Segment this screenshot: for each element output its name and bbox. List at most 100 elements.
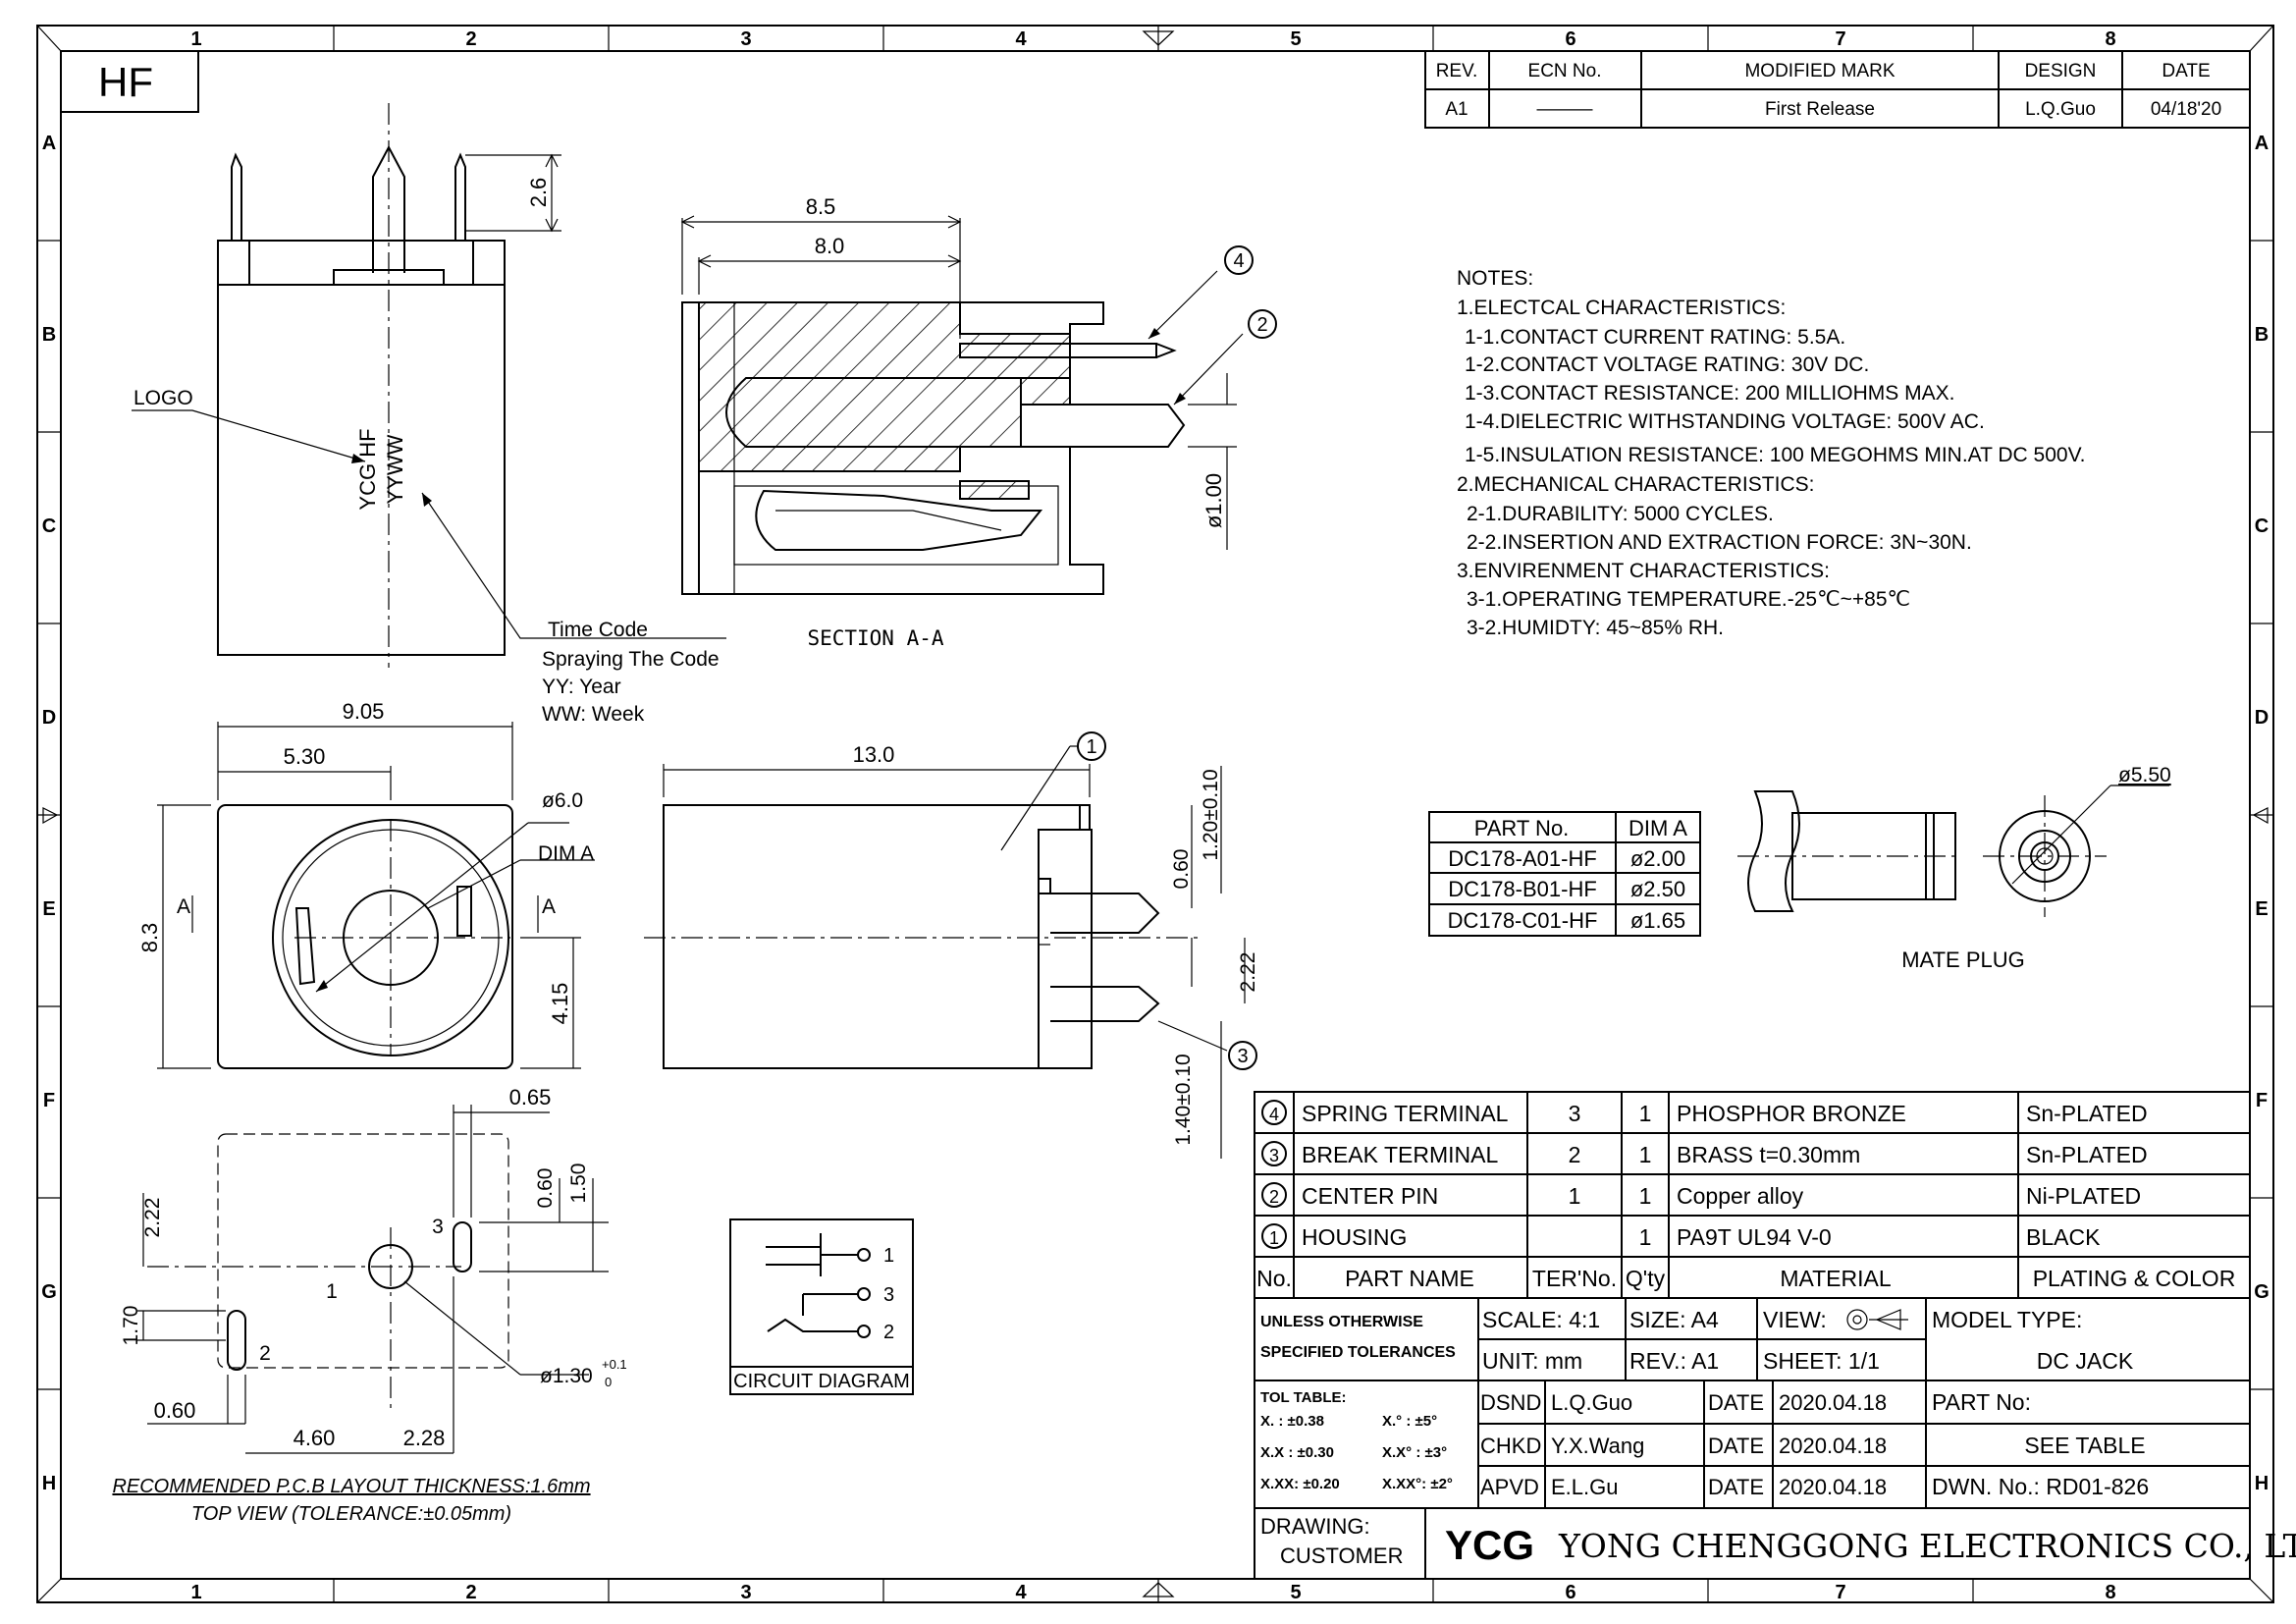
tb-model-type-label: MODEL TYPE: — [1932, 1307, 2082, 1332]
bom-material: BRASS t=0.30mm — [1677, 1142, 1860, 1167]
bom-no: 1 — [1269, 1228, 1279, 1248]
note-line: 3.ENVIRENMENT CHARACTERISTICS: — [1457, 560, 1830, 582]
zone-row-e: E — [42, 898, 55, 920]
zone-col-8: 8 — [2105, 28, 2115, 50]
pcb-caption-1: RECOMMENDED P.C.B LAYOUT THICKNESS:1.6mm — [112, 1476, 590, 1497]
section-mark-a-left: A — [177, 895, 190, 918]
bom-row: 3 BREAK TERMINAL 2 1 BRASS t=0.30mm Sn-P… — [1261, 1141, 2148, 1167]
zone-col-6-bottom: 6 — [1565, 1582, 1575, 1603]
bom-row: 4 SPRING TERMINAL 3 1 PHOSPHOR BRONZE Sn… — [1261, 1100, 2148, 1126]
marking-yyww: YYWW — [383, 434, 407, 504]
rev-value-design: L.Q.Guo — [2025, 99, 2096, 120]
notes-block: NOTES: 1.ELECTCAL CHARACTERISTICS: 1-1.C… — [1457, 267, 2086, 639]
zone-col-5: 5 — [1290, 28, 1301, 50]
pcb-layout-view: 1 2 3 0.65 0.60 1.50 2.22 1.70 0.60 4.60… — [112, 1085, 626, 1525]
tb-size: SIZE: A4 — [1629, 1307, 1719, 1332]
projection-symbol-icon — [1846, 1309, 1908, 1330]
section-mark-a-right: A — [542, 895, 556, 918]
rev-value-rev: A1 — [1445, 99, 1468, 120]
zone-col-3: 3 — [740, 28, 751, 50]
tb-tol-row: X.X : ±0.30 — [1260, 1444, 1334, 1461]
bom-table: 4 SPRING TERMINAL 3 1 PHOSPHOR BRONZE Sn… — [1254, 1091, 2251, 1299]
pcb-dim-1-70: 1.70 — [120, 1306, 142, 1346]
tb-tol-table: TOL TABLE: — [1260, 1389, 1347, 1406]
circuit-diagram: CIRCUIT DIAGRAM 1 3 2 — [729, 1218, 914, 1395]
tb-dwn-no: DWN. No.: RD01-826 — [1932, 1474, 2149, 1499]
tb-drawing: DRAWING: — [1260, 1514, 1370, 1539]
dim-1-20: 1.20±0.10 — [1200, 769, 1222, 860]
dim-8-3: 8.3 — [137, 923, 162, 953]
rev-header-ecn: ECN No. — [1528, 61, 1602, 81]
note-line: 3-2.HUMIDTY: 45~85% RH. — [1467, 617, 1724, 639]
zone-row-g-right: G — [2254, 1281, 2269, 1303]
note-line: 2.MECHANICAL CHARACTERISTICS: — [1457, 473, 1814, 496]
bom-header-qty: Q'ty — [1626, 1266, 1666, 1291]
dim-1-40: 1.40±0.10 — [1172, 1054, 1195, 1145]
zone-col-2: 2 — [465, 28, 476, 50]
note-line: 2-2.INSERTION AND EXTRACTION FORCE: 3N~3… — [1467, 531, 1972, 554]
tb-date-value: 2020.04.18 — [1779, 1390, 1887, 1415]
bom-ter: 1 — [1569, 1183, 1581, 1209]
part-table-row-part: DC178-B01-HF — [1448, 877, 1597, 901]
zone-row-b: B — [42, 324, 56, 346]
tb-unless: UNLESS OTHERWISE — [1260, 1314, 1423, 1330]
bom-header-no: No. — [1256, 1266, 1292, 1291]
bom-ter: 3 — [1569, 1101, 1581, 1126]
pad-3 — [453, 1221, 472, 1272]
note-line: 1-5.INSULATION RESISTANCE: 100 MEGOHMS M… — [1465, 444, 2086, 466]
tb-scale: SCALE: 4:1 — [1482, 1307, 1600, 1332]
svg-text:HF: HF — [98, 59, 153, 105]
pcb-dim-2-22: 2.22 — [141, 1198, 164, 1238]
pcb-pin-3: 3 — [432, 1216, 444, 1238]
yy-label: YY: Year — [542, 676, 621, 698]
bom-qty: 1 — [1639, 1183, 1652, 1209]
tb-date-label: DATE — [1708, 1475, 1764, 1499]
tb-unit: UNIT: mm — [1482, 1348, 1582, 1374]
right-view: 13.0 1 3 0.60 1.20±0.10 2.22 1.40±0.10 — [644, 731, 1259, 1159]
section-callout-4: 4 — [1233, 250, 1244, 272]
logo-label: LOGO — [133, 387, 193, 409]
rev-header-date: DATE — [2162, 61, 2210, 81]
bom-plating: BLACK — [2026, 1224, 2101, 1250]
zone-col-7-bottom: 7 — [1835, 1582, 1845, 1603]
right-callout-3: 3 — [1237, 1046, 1248, 1067]
zone-row-g: G — [41, 1281, 57, 1303]
bom-qty: 1 — [1639, 1224, 1652, 1250]
tb-date-label: DATE — [1708, 1390, 1764, 1415]
dim-8-5: 8.5 — [806, 194, 836, 219]
tb-tol-row: X.X° : ±3° — [1382, 1444, 1447, 1461]
pcb-dim-0-60-v: 0.60 — [534, 1168, 557, 1209]
tb-dsnd-name: L.Q.Guo — [1551, 1390, 1632, 1415]
tb-date-value: 2020.04.18 — [1779, 1475, 1887, 1499]
zone-col-7: 7 — [1835, 28, 1845, 50]
tb-date-label: DATE — [1708, 1434, 1764, 1458]
bom-row: 1 HOUSING 1 PA9T UL94 V-0 BLACK — [1261, 1223, 2101, 1250]
right-callout-1: 1 — [1086, 736, 1096, 758]
pcb-dia-1-30: ø1.30 — [540, 1365, 593, 1387]
rev-header-design: DESIGN — [2025, 61, 2097, 81]
zone-col-4-bottom: 4 — [1015, 1582, 1027, 1603]
tb-tol-row: X. : ±0.38 — [1260, 1413, 1324, 1430]
tb-chkd: CHKD — [1480, 1434, 1541, 1458]
note-line: 1-1.CONTACT CURRENT RATING: 5.5A. — [1465, 326, 1845, 349]
mate-plug-dia: ø5.50 — [2118, 764, 2171, 786]
rev-value-mark: First Release — [1765, 99, 1875, 120]
front-view: ø6.0 DIM A A A 9.05 5.30 8.3 4.15 — [137, 699, 595, 1069]
zone-row-f-right: F — [2256, 1090, 2268, 1111]
note-line: 1-2.CONTACT VOLTAGE RATING: 30V DC. — [1465, 353, 1869, 376]
dia-6-0: ø6.0 — [542, 789, 583, 812]
spraying-label: Spraying The Code — [542, 648, 720, 671]
note-line: 3-1.OPERATING TEMPERATURE.-25℃~+85℃ — [1467, 588, 1910, 611]
circuit-title: CIRCUIT DIAGRAM — [733, 1371, 910, 1392]
bom-header-name: PART NAME — [1345, 1266, 1474, 1291]
bom-plating: Sn-PLATED — [2026, 1142, 2148, 1167]
bom-material: PHOSPHOR BRONZE — [1677, 1101, 1906, 1126]
pcb-dim-0-65: 0.65 — [509, 1085, 552, 1110]
bom-plating: Ni-PLATED — [2026, 1183, 2141, 1209]
pcb-dim-0-60-h: 0.60 — [154, 1398, 196, 1423]
zone-col-1-bottom: 1 — [190, 1582, 201, 1603]
time-code-label: Time Code — [548, 619, 648, 641]
zone-row-h: H — [42, 1473, 56, 1494]
zone-row-f: F — [43, 1090, 55, 1111]
dim-4-15: 4.15 — [548, 983, 572, 1025]
